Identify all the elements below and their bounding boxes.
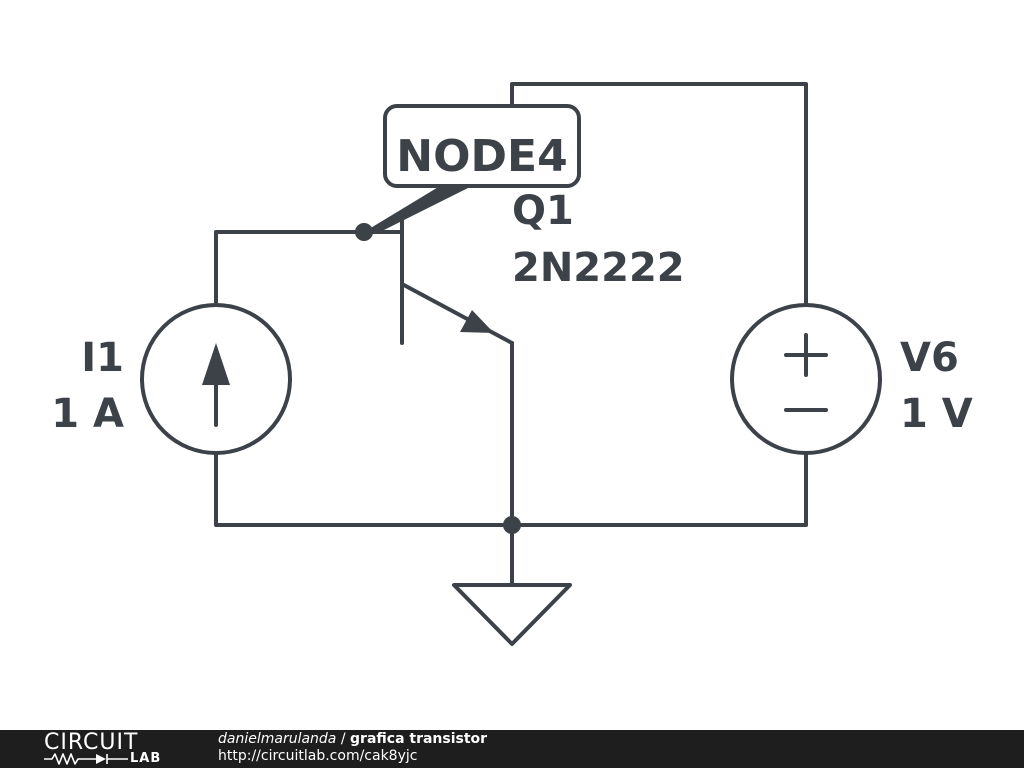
logo-resistor-diode-icon (44, 753, 128, 765)
voltage-source-value-label: 1 V (900, 391, 973, 437)
footer-attribution: danielmarulanda / grafica transistor (218, 731, 487, 748)
node-label-callout[interactable]: NODE4 (364, 104, 581, 232)
node-label-box (383, 104, 581, 188)
voltage-source-ref-label: V6 (900, 335, 959, 381)
footer-bar: CIRCUIT LAB danielmarulanda / grafica tr… (0, 730, 1024, 768)
transistor-emitter-arrow (460, 310, 494, 333)
logo-word-lab: LAB (130, 751, 162, 766)
current-source-value-label: 1 A (51, 391, 124, 437)
transistor-emitter-lead (400, 282, 514, 345)
circuit-schematic: NODE4 Q1 2N2222 I1 1 A V6 1 V (51, 82, 973, 646)
wires (214, 82, 808, 587)
circuitlab-logo[interactable]: CIRCUIT LAB (44, 732, 184, 766)
transistor-ref-label: Q1 (512, 188, 574, 234)
current-source-arrow-icon (202, 343, 230, 385)
voltage-source-plus-icon (784, 333, 828, 377)
logo-word-circuit: CIRCUIT (44, 730, 139, 755)
node-label-pointer (364, 186, 472, 232)
footer-url[interactable]: http://circuitlab.com/cak8yjc (218, 748, 418, 764)
node-label-text: NODE4 (396, 131, 567, 182)
transistor-q1[interactable] (362, 216, 514, 345)
footer-author[interactable]: danielmarulanda (218, 731, 337, 747)
wire-current-source-to-ground (214, 451, 514, 527)
junction-ground (503, 516, 521, 534)
footer-title: grafica transistor (350, 731, 488, 747)
voltage-source-body (730, 303, 882, 455)
ground-symbol-icon (452, 583, 572, 646)
current-source-i1[interactable] (140, 303, 292, 455)
voltage-source-v6[interactable] (730, 303, 882, 455)
current-source-ref-label: I1 (81, 335, 124, 381)
wire-voltage-source-to-collector (510, 82, 808, 307)
footer-separator: / (336, 731, 351, 747)
wire-ground-to-voltage-source (510, 451, 808, 527)
transistor-part-label: 2N2222 (512, 245, 685, 291)
schematic-canvas: NODE4 Q1 2N2222 I1 1 A V6 1 V (51, 82, 973, 646)
footer-caption: danielmarulanda / grafica transistor htt… (218, 731, 487, 765)
wire-base-to-current-source (214, 230, 366, 307)
